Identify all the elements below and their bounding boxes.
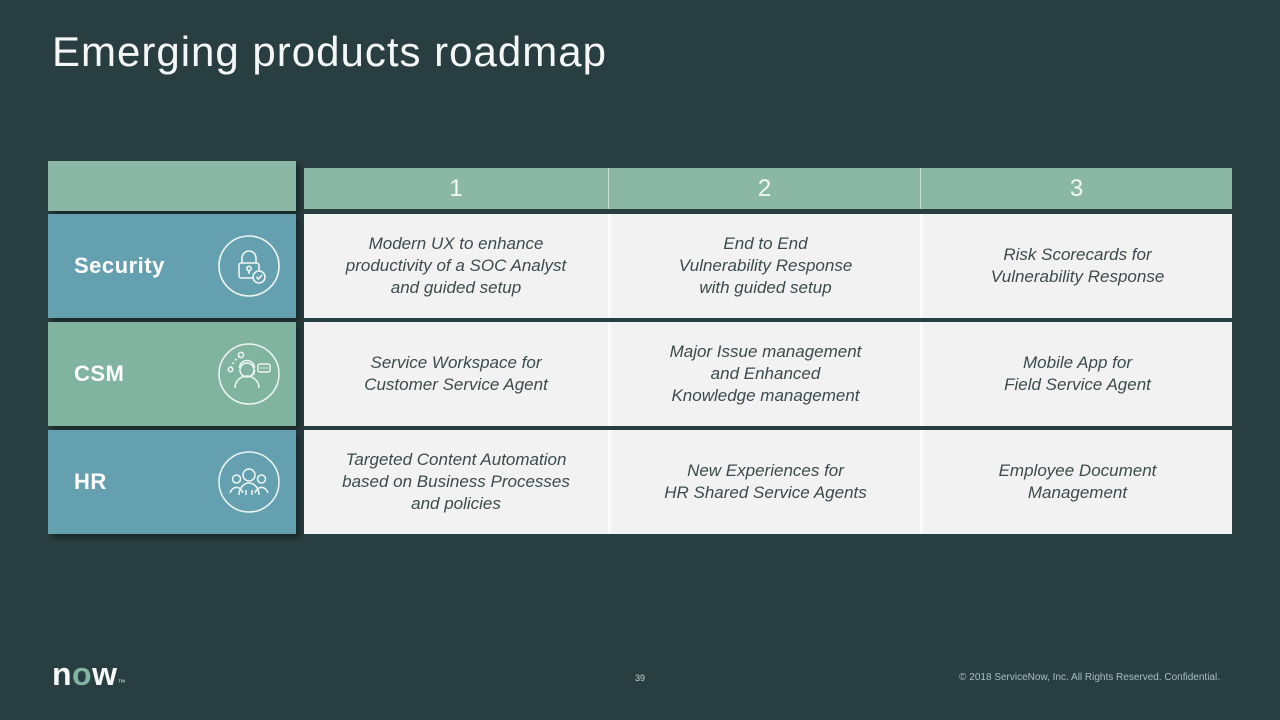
table-corner-cell xyxy=(48,161,296,211)
column-header-1: 1 xyxy=(304,168,608,209)
logo-w: w xyxy=(92,656,118,692)
row-label-security: Security xyxy=(74,253,165,278)
cell-csm-3: Mobile App for Field Service Agent xyxy=(920,322,1232,426)
page-title: Emerging products roadmap xyxy=(52,28,607,75)
row-header-csm: CSM xyxy=(48,322,296,426)
cell-security-1: Modern UX to enhance productivity of a S… xyxy=(304,214,608,318)
cell-hr-1: Targeted Content Automation based on Bus… xyxy=(304,430,608,534)
servicenow-logo: now™ xyxy=(52,656,126,693)
row-label-csm: CSM xyxy=(74,361,125,386)
customer-service-agent-icon xyxy=(216,341,282,407)
roadmap-table: 1 2 3 Security Modern UX to enhance prod… xyxy=(48,161,1232,536)
row-header-security: Security xyxy=(48,214,296,318)
copyright-text: © 2018 ServiceNow, Inc. All Rights Reser… xyxy=(959,672,1220,683)
cell-hr-3: Employee Document Management xyxy=(920,430,1232,534)
cell-csm-2: Major Issue management and Enhanced Know… xyxy=(608,322,920,426)
page-number: 39 xyxy=(634,673,645,683)
people-group-icon xyxy=(216,449,282,515)
logo-n: n xyxy=(52,656,73,692)
cell-csm-1: Service Workspace for Customer Service A… xyxy=(304,322,608,426)
lock-check-icon xyxy=(216,233,282,299)
cell-security-2: End to End Vulnerability Response with g… xyxy=(608,214,920,318)
row-header-hr: HR xyxy=(48,430,296,534)
column-header-3: 3 xyxy=(920,168,1232,209)
column-header-2: 2 xyxy=(608,168,920,209)
row-label-hr: HR xyxy=(74,469,107,494)
cell-hr-2: New Experiences for HR Shared Service Ag… xyxy=(608,430,920,534)
logo-o: o xyxy=(72,656,93,692)
cell-security-3: Risk Scorecards for Vulnerability Respon… xyxy=(920,214,1232,318)
logo-trademark: ™ xyxy=(117,678,126,687)
